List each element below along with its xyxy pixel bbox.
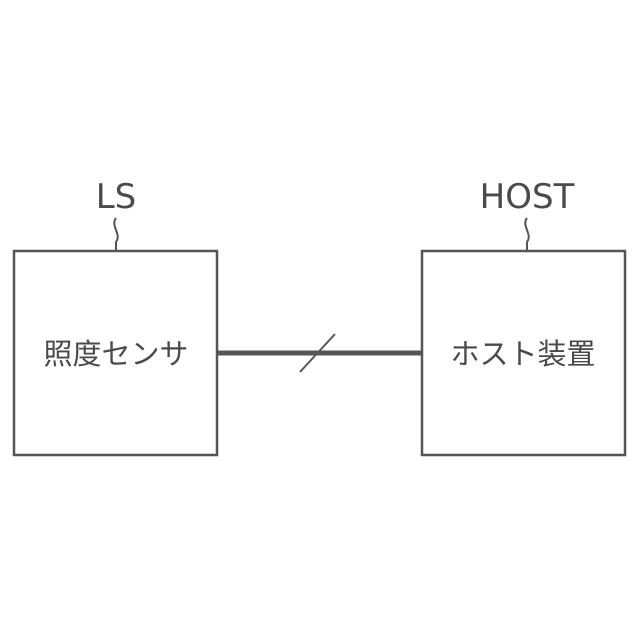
host-device-leader-line [525,218,528,251]
light-sensor-label: 照度センサ [43,337,188,371]
host-device-ref-label: HOST [480,177,575,217]
host-device-label: ホスト装置 [450,337,595,371]
light-sensor-ref-label: LS [96,177,137,217]
light-sensor-leader-line [114,218,117,251]
